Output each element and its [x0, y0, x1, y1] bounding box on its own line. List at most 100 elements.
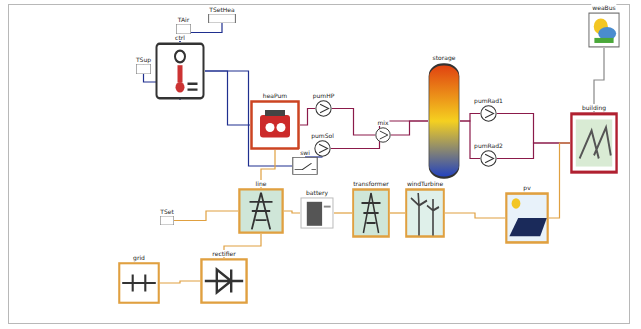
component-label: pumHP	[312, 92, 336, 99]
connector	[205, 71, 292, 166]
component-block: windTurbine	[405, 188, 445, 238]
component-label: TSetHea	[208, 6, 235, 13]
component-icon	[428, 62, 460, 180]
component-icon	[480, 150, 497, 167]
component-icon	[405, 188, 445, 238]
component-icon	[505, 192, 549, 244]
component-label: ctrl	[174, 34, 186, 41]
connector-line	[460, 121, 480, 159]
connector	[594, 48, 604, 112]
component-icon	[200, 258, 248, 304]
connector	[300, 109, 315, 126]
connector-line	[332, 109, 375, 136]
component-label: pumRad2	[473, 142, 504, 149]
connector-line	[497, 114, 570, 144]
component-label: heaPum	[262, 92, 288, 99]
connector-line	[300, 109, 315, 126]
component-icon	[314, 140, 331, 157]
connector	[390, 213, 405, 214]
connector-line	[174, 211, 238, 221]
component-block: building	[570, 112, 618, 174]
component-block: TAir	[176, 24, 191, 34]
connector-line	[284, 211, 300, 213]
connector-line	[205, 71, 292, 166]
component-block: heaPum	[250, 100, 300, 150]
connector	[460, 114, 480, 122]
component-icon	[238, 188, 284, 234]
connector	[284, 211, 300, 213]
component-block: line	[238, 188, 284, 234]
connector	[174, 211, 238, 221]
component-icon	[352, 188, 390, 238]
component-block: TSet	[160, 216, 174, 225]
connector	[160, 281, 200, 283]
connector	[334, 213, 352, 214]
component-block: transformer	[352, 188, 390, 238]
component-icon	[208, 14, 236, 23]
component-label: swi	[299, 149, 311, 156]
component-block: swi	[292, 157, 318, 175]
connector	[549, 143, 570, 218]
component-label: grid	[132, 254, 146, 261]
component-block: grid	[118, 262, 160, 304]
component-icon	[155, 42, 205, 100]
component-icon	[118, 262, 160, 304]
component-icon	[375, 127, 391, 143]
component-label: TAir	[177, 16, 190, 23]
component-label: building	[581, 104, 607, 111]
connector-line	[390, 212, 405, 213]
component-label: storage	[432, 54, 457, 61]
connector	[332, 109, 375, 136]
connector-line	[549, 143, 570, 218]
component-icon	[250, 100, 300, 150]
connector-line	[160, 281, 200, 283]
component-label: pumRad1	[473, 97, 504, 104]
component-icon	[176, 24, 191, 34]
connector	[460, 121, 480, 159]
component-label: mix	[376, 119, 389, 126]
connector-line	[334, 212, 352, 213]
component-block: storage	[428, 62, 460, 180]
connector-line	[391, 121, 428, 135]
component-block: weaBus	[588, 12, 620, 48]
component-label: TSup	[135, 56, 152, 63]
component-icon	[300, 197, 334, 229]
component-block: ctrl	[155, 42, 205, 100]
figure-frame	[8, 4, 630, 324]
component-block: TSetHea	[208, 14, 236, 23]
component-block: pumRad2	[480, 150, 497, 167]
connector	[445, 213, 505, 218]
component-icon	[315, 100, 332, 117]
component-block: pumRad1	[480, 105, 497, 122]
connector-line	[205, 71, 250, 125]
component-label: pumSol	[310, 132, 335, 139]
connector	[205, 71, 250, 125]
connector	[497, 114, 570, 144]
component-icon	[480, 105, 497, 122]
component-block: rectifier	[200, 258, 248, 304]
component-block: pumHP	[315, 100, 332, 117]
connector	[391, 121, 428, 135]
component-label: windTurbine	[406, 180, 444, 187]
component-block: pv	[505, 192, 549, 244]
component-icon	[588, 12, 620, 48]
component-label: pv	[522, 184, 531, 191]
component-block: TSup	[136, 64, 151, 74]
component-label: weaBus	[591, 4, 616, 11]
component-label: line	[255, 180, 268, 187]
component-icon	[160, 216, 174, 225]
component-label: transformer	[352, 180, 390, 187]
connector-line	[445, 213, 505, 218]
component-block: mix	[375, 127, 391, 143]
component-label: battery	[305, 189, 329, 196]
connector-line	[594, 48, 604, 112]
component-block: pumSol	[314, 140, 331, 157]
component-label: TSet	[159, 208, 175, 215]
connector-line	[460, 114, 480, 122]
component-icon	[292, 157, 318, 175]
component-icon	[570, 112, 618, 174]
component-label: rectifier	[211, 250, 236, 257]
component-block: battery	[300, 197, 334, 229]
